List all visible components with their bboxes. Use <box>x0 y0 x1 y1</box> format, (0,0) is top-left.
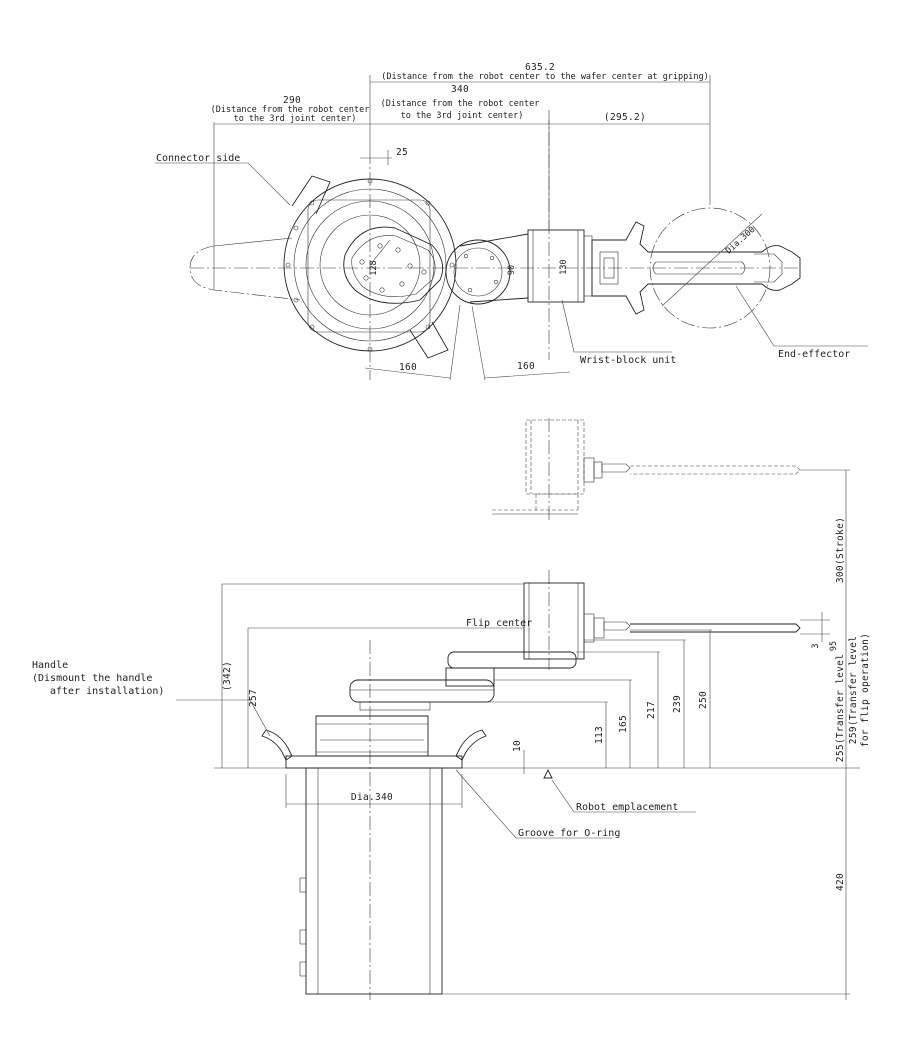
handle-label-2: (Dismount the handle <box>32 673 152 684</box>
robot-emplacement-leader <box>551 779 696 813</box>
top-dimension-lines <box>213 75 711 381</box>
base-top <box>189 175 457 359</box>
dim-10: 10 <box>512 740 523 752</box>
side-dimension-lines <box>221 469 850 1000</box>
raised-position-view <box>492 418 801 520</box>
dim-160-first-arm: 160 <box>399 362 417 373</box>
dim-300-stroke: 300(Stroke) <box>835 517 846 583</box>
dim-255-transfer: 255(Transfer level <box>835 654 846 762</box>
wrist-block-label: Wrist-block unit <box>580 355 676 366</box>
base-side <box>261 715 553 995</box>
dim-130: 130 <box>559 259 569 274</box>
dim-342: (342) <box>222 661 233 691</box>
dim-290-note-2: to the 3rd joint center) <box>234 114 357 124</box>
dim-dia-340: Dia.340 <box>351 792 393 803</box>
connector-side-leader <box>155 162 291 206</box>
top-view: 635.2 (Distance from the robot center to… <box>155 62 868 381</box>
arms-side <box>349 651 577 711</box>
dim-217: 217 <box>646 701 657 719</box>
dim-160-second-arm: 160 <box>517 361 535 372</box>
dim-340-note-1: (Distance from the robot center <box>381 99 540 109</box>
dim-128: 128 <box>369 260 379 275</box>
dim-95: 95 <box>829 641 839 651</box>
dim-295: (295.2) <box>604 112 646 123</box>
dim-165: 165 <box>618 715 629 733</box>
groove-leader <box>455 769 612 839</box>
end-effector-label: End-effector <box>778 349 850 360</box>
dim-3: 3 <box>811 643 821 648</box>
connector-side-label: Connector side <box>156 153 240 164</box>
wrist-block-leader <box>561 299 672 353</box>
dim-290-note-1: (Distance from the robot center <box>211 105 370 115</box>
flip-center-label: Flip center <box>466 618 532 629</box>
dim-257: 257 <box>248 689 259 707</box>
dim-259-transfer: 259(Transfer level <box>848 636 859 744</box>
second-arm-top <box>445 233 529 305</box>
dim-dia-300: Dia.300 <box>724 225 757 256</box>
first-arm-top <box>343 226 444 304</box>
dim-635: 635.2 <box>525 62 555 73</box>
handle-leader <box>176 699 271 737</box>
end-effector-top <box>591 207 801 329</box>
end-effector-leader <box>735 285 868 347</box>
handle-label-1: Handle <box>32 660 68 671</box>
dim-420: 420 <box>835 873 846 891</box>
groove-label: Groove for O-ring <box>518 828 620 839</box>
dim-25: 25 <box>396 147 408 158</box>
dim-239: 239 <box>672 695 683 713</box>
dim-635-note: (Distance from the robot center to the w… <box>381 72 709 82</box>
dim-113: 113 <box>594 726 605 744</box>
dim-290: 290 <box>283 95 301 106</box>
dim-340: 340 <box>451 84 469 95</box>
dim-250: 250 <box>698 691 709 709</box>
side-view: Flip center Handle (Dismount the handle … <box>32 469 871 1000</box>
handle-label-3: after installation) <box>50 686 164 697</box>
robot-emplacement-label: Robot emplacement <box>576 802 678 813</box>
dim-259-flip: for flip operation) <box>860 633 871 747</box>
dim-90: 90 <box>507 265 517 275</box>
wrist-block-side <box>523 582 801 660</box>
dim-340-note-2: to the 3rd joint center) <box>401 111 524 121</box>
